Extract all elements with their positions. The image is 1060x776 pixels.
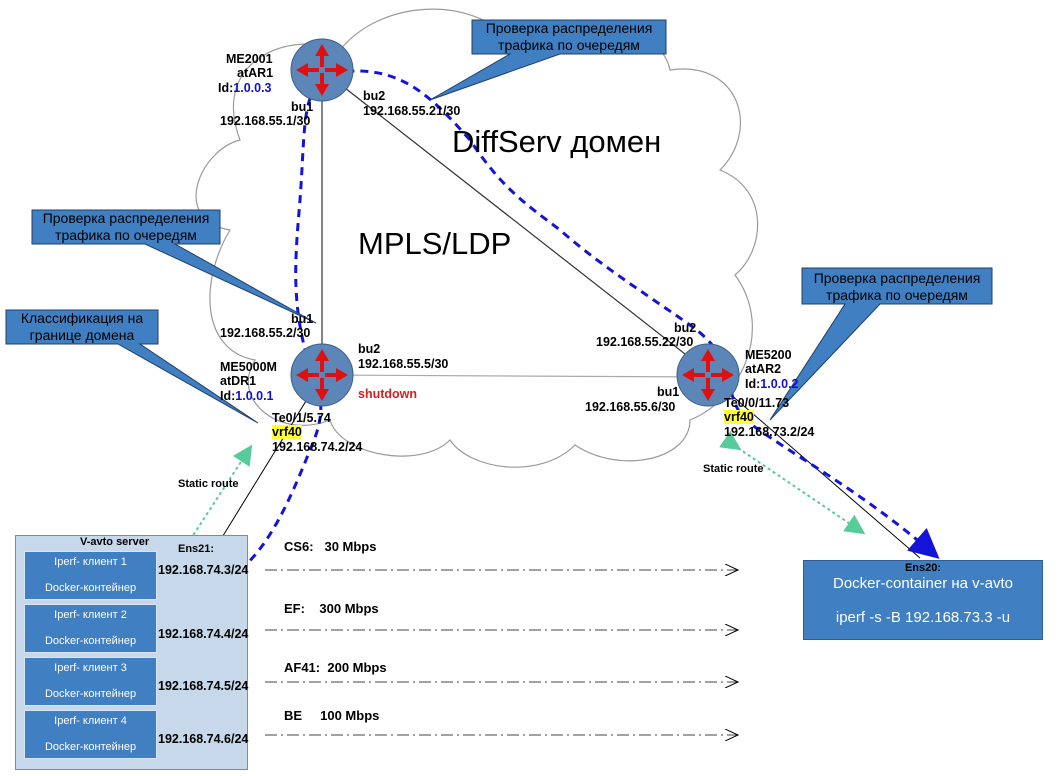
ar1-name: ME2001 xyxy=(226,52,273,66)
ar1-bu2-label: bu2 xyxy=(363,89,386,103)
dr1-id: Id:1.0.0.1 xyxy=(220,389,274,403)
callout-right-text: Проверка распределения трафика по очеред… xyxy=(813,270,981,303)
client-2-ip: 192.168.74.4/24 xyxy=(158,627,249,641)
ar2-bu2-label: bu2 xyxy=(674,321,697,335)
link-ar1-ar2 xyxy=(321,69,709,373)
dr1-bu2-ip: 192.168.55.5/30 xyxy=(358,357,449,371)
dr1-bu2-label: bu2 xyxy=(358,342,381,356)
ar2-bu1-label: bu1 xyxy=(657,385,680,399)
traffic-ef: EF: 300 Mbps xyxy=(284,601,379,616)
client-3-title: Iperf- клиент 3 xyxy=(54,662,127,674)
client-2-title: Iperf- клиент 2 xyxy=(54,609,127,621)
client-4[interactable]: Iperf- клиент 4 Docker-контейнер xyxy=(24,710,157,759)
client-3-type: Docker-контейнер xyxy=(44,688,137,700)
client-3-ip: 192.168.74.5/24 xyxy=(158,679,249,693)
ar1-bu2-ip: 192.168.55.21/30 xyxy=(363,104,461,118)
traffic-cs6: CS6: 30 Mbps xyxy=(284,539,377,554)
dr1-te-ip: 192.168.74.2/24 xyxy=(272,440,363,454)
dr1-name: ME5000M xyxy=(220,360,277,374)
ar2-te-ip: 192.168.73.2/24 xyxy=(724,425,815,439)
ar2-bu2-ip: 192.168.55.22/30 xyxy=(596,335,694,349)
server-title: V-avto server xyxy=(80,536,150,548)
ar2-vrf-label: vrf40 xyxy=(724,410,754,424)
callout-top-text: Проверка распределения трафика по очеред… xyxy=(485,20,653,53)
destination-ens-label: Ens20: xyxy=(904,562,942,574)
client-2-type: Docker-контейнер xyxy=(44,635,137,647)
client-4-ip: 192.168.74.6/24 xyxy=(158,732,249,746)
client-1-ip: 192.168.74.3/24 xyxy=(158,563,249,577)
domain-title: DiffServ домен xyxy=(452,124,662,159)
callout-left-top-text: Проверка распределения трафика по очеред… xyxy=(42,210,210,243)
server-ens-label: Ens21: xyxy=(178,543,215,555)
ar1-alias: atAR1 xyxy=(237,66,274,80)
ar2-te-label: Te0/0/11.73 xyxy=(724,396,790,410)
callout-left-class-text: Классификация на границе домена xyxy=(20,310,144,343)
callout-top xyxy=(429,19,667,101)
traffic-af41: AF41: 200 Mbps xyxy=(284,660,387,675)
destination-title: Docker-container на v-avto xyxy=(832,575,1014,592)
static-route-right-arrow xyxy=(719,430,866,535)
client-3[interactable]: Iperf- клиент 3 Docker-контейнер xyxy=(24,657,157,706)
callout-right xyxy=(769,267,993,421)
client-4-type: Docker-контейнер xyxy=(44,741,137,753)
client-1-title: Iperf- клиент 1 xyxy=(54,556,127,568)
callout-left-top xyxy=(31,209,317,324)
static-route-left-label: Static route xyxy=(178,478,239,490)
ar2-id: Id:1.0.0.2 xyxy=(745,377,799,391)
dr1-bu1-label: bu1 xyxy=(291,312,314,326)
ar2-alias: atAR2 xyxy=(745,362,782,376)
shutdown-label: shutdown xyxy=(358,387,418,401)
client-1[interactable]: Iperf- клиент 1 Docker-контейнер xyxy=(24,551,157,600)
dr1-bu1-ip: 192.168.55.2/30 xyxy=(220,326,311,340)
dr1-vrf-label: vrf40 xyxy=(272,425,302,439)
dr1-alias: atDR1 xyxy=(220,374,257,388)
router-ar2-icon[interactable] xyxy=(676,343,740,407)
traffic-flows xyxy=(265,570,738,735)
ar1-bu1-ip: 192.168.55.1/30 xyxy=(220,114,311,128)
static-route-right-label: Static route xyxy=(703,463,764,475)
link-dr1-ar2-shutdown xyxy=(321,374,709,378)
client-2[interactable]: Iperf- клиент 2 Docker-контейнер xyxy=(24,604,157,653)
mpls-title: MPLS/LDP xyxy=(358,226,512,261)
ar2-name: ME5200 xyxy=(745,348,792,362)
client-1-type: Docker-контейнер xyxy=(44,582,137,594)
ar1-bu1-label: bu1 xyxy=(291,100,314,114)
destination-command: iperf -s -B 192.168.73.3 -u xyxy=(835,609,1011,626)
client-4-title: Iperf- клиент 4 xyxy=(54,715,127,727)
dr1-te-label: Te0/1/5.74 xyxy=(272,411,331,425)
ar1-id: Id:1.0.0.3 xyxy=(218,81,272,95)
router-ar1-icon[interactable] xyxy=(290,38,354,102)
ar2-bu1-ip: 192.168.55.6/30 xyxy=(585,400,676,414)
router-dr1-icon[interactable] xyxy=(290,343,354,407)
static-route-left-arrow xyxy=(172,444,253,559)
traffic-be: BE 100 Mbps xyxy=(284,708,380,723)
destination-container[interactable]: Ens20: Docker-container на v-avto iperf … xyxy=(803,560,1043,640)
callout-left-class xyxy=(5,309,259,424)
